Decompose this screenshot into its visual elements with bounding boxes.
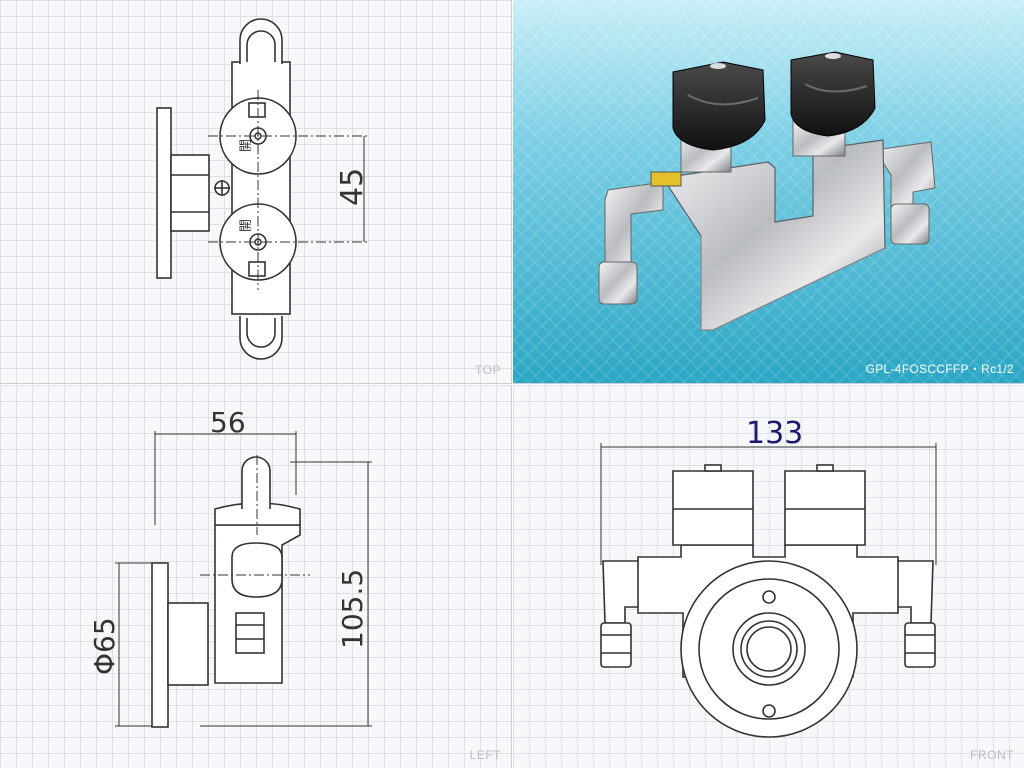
top-view-drawing: 45 開 開 bbox=[156, 18, 370, 360]
top-view-label: TOP bbox=[475, 363, 501, 377]
front-view-panel: 133 FRONT bbox=[513, 385, 1024, 768]
front-width-dimension: 133 bbox=[746, 416, 803, 451]
top-view-panel: 45 開 開 TOP bbox=[0, 0, 512, 384]
front-view-drawing: 133 bbox=[600, 416, 937, 738]
top-valve-mark-lower: 開 bbox=[239, 219, 254, 232]
left-view-drawing: 56 105.5 Φ65 bbox=[88, 406, 372, 728]
product-photo-panel: GPL-4FOSCCFFP・Rc1/2 bbox=[513, 0, 1024, 384]
top-valve-mark-upper: 開 bbox=[239, 139, 254, 152]
top-dimension-45: 45 bbox=[335, 168, 370, 206]
left-width-dimension: 56 bbox=[210, 406, 246, 439]
left-height-dimension: 105.5 bbox=[336, 569, 369, 649]
front-view-label: FRONT bbox=[970, 748, 1014, 762]
product-photo bbox=[598, 51, 936, 331]
left-view-panel: 56 105.5 Φ65 LEFT bbox=[0, 385, 512, 768]
left-diameter-dimension: Φ65 bbox=[88, 617, 121, 675]
left-view-label: LEFT bbox=[469, 748, 501, 762]
product-model-caption: GPL-4FOSCCFFP・Rc1/2 bbox=[865, 362, 1014, 376]
